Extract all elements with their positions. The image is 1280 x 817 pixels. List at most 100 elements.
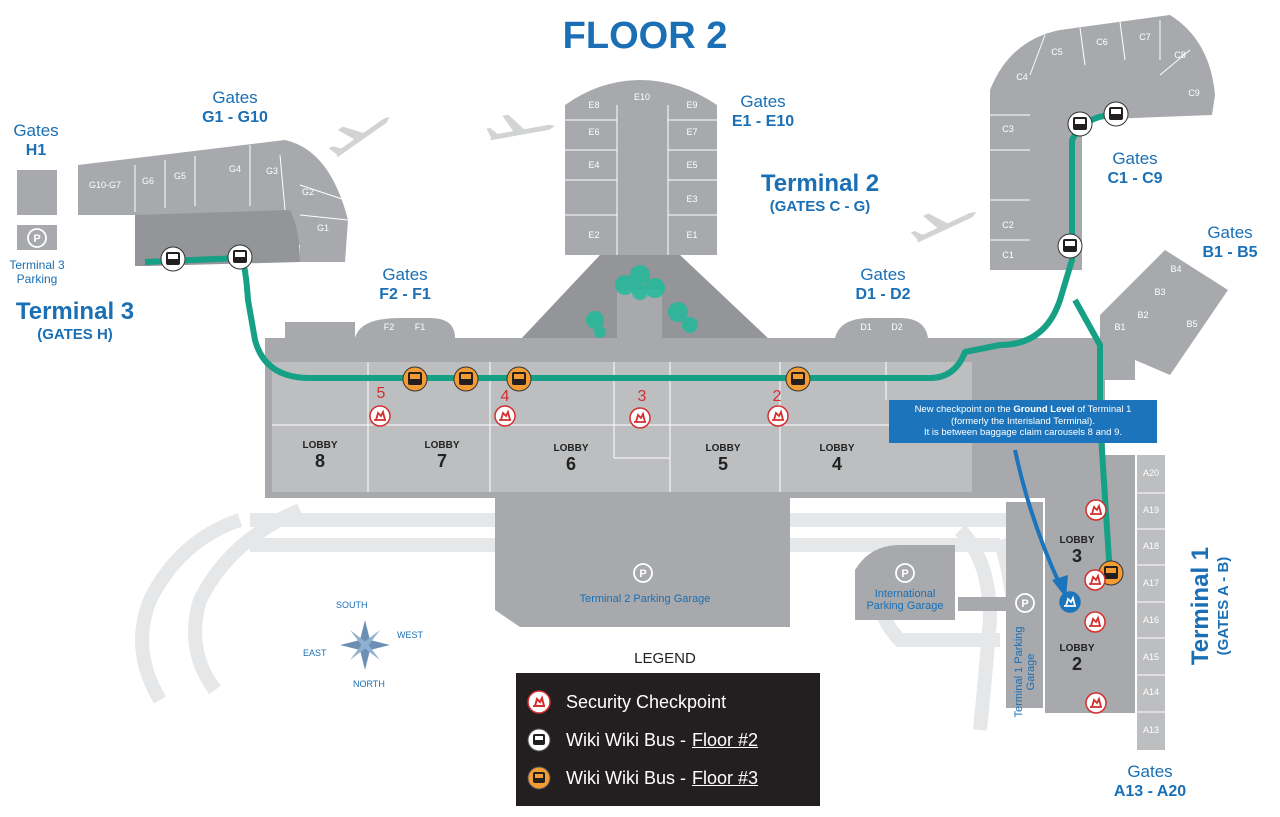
gate-label: C6 [1096, 37, 1108, 47]
compass-north: NORTH [353, 679, 385, 689]
gate-label: D2 [891, 322, 903, 332]
gates-b-range: B1 - B5 [1202, 244, 1258, 261]
lobby-number: 4 [831, 454, 842, 474]
gate-label: G1 [317, 223, 329, 233]
legend-label: Security Checkpoint [566, 691, 727, 712]
bus-floor-2-icon [527, 728, 551, 752]
lobby-number: 7 [436, 451, 447, 471]
gates-word: Gates [1112, 149, 1158, 168]
lobby-word: LOBBY [705, 443, 741, 454]
terminal-1-name: Terminal 1 [1187, 546, 1214, 666]
note-part1: New checkpoint on the [914, 404, 1014, 415]
security-checkpoint-icon [767, 405, 789, 427]
gate-label: C1 [1002, 250, 1014, 260]
gate-label: B3 [1154, 287, 1165, 297]
gates-d-label: Gates D1 - D2 [843, 265, 923, 305]
gates-word: Gates [1127, 762, 1173, 781]
gate-label: A14 [1143, 687, 1159, 697]
terminal-3-parking-label: Terminal 3 Parking [9, 258, 65, 286]
gate-label: G4 [229, 164, 241, 174]
lobby-number: 8 [314, 451, 325, 471]
gate-label: E3 [686, 194, 697, 204]
compass-south: SOUTH [336, 600, 368, 610]
new-checkpoint-arrow [1013, 449, 1062, 586]
gates-c-range: C1 - C9 [1107, 170, 1163, 187]
legend-row-bus-floor2: Wiki Wiki Bus - Floor #2 [526, 725, 758, 755]
legend-label: Wiki Wiki Bus - [566, 729, 686, 750]
gates-h-range: H1 [25, 142, 47, 159]
checkpoint-5-number: 5 [376, 385, 386, 402]
lobby-word: LOBBY [302, 440, 338, 451]
security-checkpoint-icon [1084, 569, 1106, 591]
security-checkpoint-icon [629, 407, 651, 429]
gates-g-label: Gates G1 - G10 [185, 88, 285, 128]
lobby-7-label: LOBBY 7 [412, 440, 472, 472]
new-checkpoint-icon [1059, 591, 1081, 613]
gate-label: C8 [1174, 50, 1186, 60]
note-part2: of Terminal 1 [1074, 404, 1132, 415]
gate-label: C7 [1139, 32, 1151, 42]
parking-icon: P [895, 563, 915, 583]
terminal-1-label: Terminal 1 (GATES A - B) [1187, 521, 1233, 691]
svg-text:P: P [639, 568, 646, 580]
airplane-icon [328, 116, 390, 158]
gate-label: A19 [1143, 505, 1159, 515]
lobby-number: 5 [717, 454, 728, 474]
gate-dividers [134, 20, 1191, 255]
parking-icon: P [1015, 593, 1035, 613]
bus-floor-2-icon [227, 244, 253, 270]
gates-h-label: Gates H1 [0, 121, 72, 161]
terminal-3-name: Terminal 3 [15, 298, 135, 325]
gate-label: E7 [686, 127, 697, 137]
bus-floor-2-icon [160, 246, 186, 272]
legend: Security Checkpoint Wiki Wiki Bus - Floo… [516, 673, 820, 806]
gates-f-label: Gates F2 - F1 [365, 265, 445, 305]
gates-b-label: Gates B1 - B5 [1190, 223, 1270, 263]
gate-label: E2 [588, 230, 599, 240]
lobby-6-label: LOBBY 6 [541, 443, 601, 475]
gates-a-label: Gates A13 - A20 [1100, 762, 1200, 802]
legend-floor-link[interactable]: Floor #2 [692, 729, 759, 750]
terminal-1-parking-garage [1006, 502, 1043, 708]
wiki-wiki-bus-route [144, 112, 1116, 576]
bus-floor-3-icon [527, 766, 551, 790]
gate-label: E5 [686, 160, 697, 170]
gate-label: C3 [1002, 124, 1014, 134]
international-parking-label: International Parking Garage [866, 588, 944, 612]
bus-floor-3-icon [453, 366, 479, 392]
compass-rose-icon [340, 620, 390, 670]
gate-label: E10 [634, 92, 650, 102]
gate-label: A16 [1143, 615, 1159, 625]
terminal-2-gates: (GATES C - G) [769, 198, 871, 215]
airplane-icons [328, 114, 977, 243]
gates-word: Gates [13, 121, 59, 140]
lobby-2-label: LOBBY 2 [1047, 643, 1107, 675]
svg-text:P: P [33, 233, 40, 245]
svg-text:P: P [1021, 598, 1028, 610]
gate-label: B5 [1186, 319, 1197, 329]
note-bold: Ground Level [1013, 404, 1075, 415]
d-gate-block [835, 318, 928, 338]
gate-label: F2 [384, 322, 395, 332]
gate-label: F1 [415, 322, 426, 332]
airplane-icon [486, 114, 555, 141]
legend-floor-link[interactable]: Floor #3 [692, 767, 759, 788]
markers: P P P P [27, 101, 1129, 714]
legend-row-checkpoint: Security Checkpoint [526, 687, 726, 717]
lobby-8-label: LOBBY 8 [290, 440, 350, 472]
gates-f-range: F2 - F1 [379, 286, 431, 303]
gates-word: Gates [740, 92, 786, 111]
security-checkpoint-icon [369, 405, 391, 427]
lobby-4-label: LOBBY 4 [807, 443, 867, 475]
lobby-word: LOBBY [1059, 643, 1095, 654]
terminal-3-gates: (GATES H) [37, 326, 113, 343]
gate-label: A13 [1143, 725, 1159, 735]
note-line3: It is between baggage claim carousels 8 … [923, 427, 1123, 438]
gates-g-range: G1 - G10 [202, 109, 268, 126]
bus-floor-2-icon [1103, 101, 1129, 127]
checkpoint-4-number: 4 [500, 388, 510, 405]
legend-row-bus-floor3: Wiki Wiki Bus - Floor #3 [526, 763, 758, 793]
legend-title: LEGEND [634, 650, 696, 667]
compass-west: WEST [397, 630, 423, 640]
